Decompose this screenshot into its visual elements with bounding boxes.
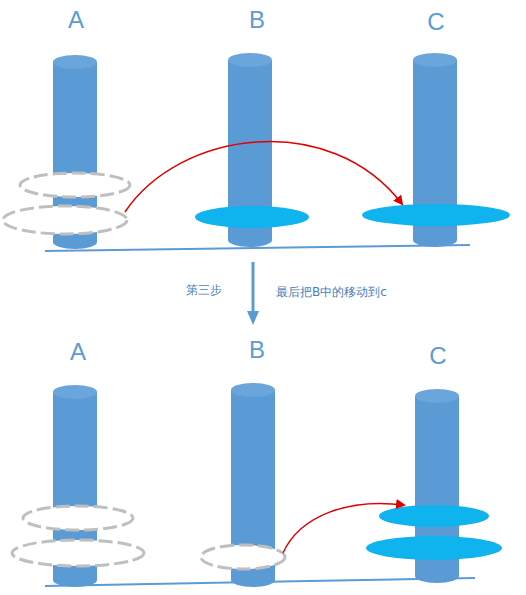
disk [366, 536, 502, 560]
move-arrow [283, 503, 404, 553]
disk [379, 505, 489, 527]
disk [195, 206, 309, 228]
step-arrow [252, 262, 255, 318]
peg-label: B [249, 338, 265, 362]
peg-label: A [70, 340, 86, 364]
peg-label: B [249, 8, 265, 32]
peg-label: C [427, 10, 444, 34]
empty-disk [3, 206, 127, 234]
base-line [45, 245, 470, 251]
peg-label: C [429, 344, 446, 368]
empty-disk [23, 506, 133, 530]
peg-label: A [68, 8, 84, 32]
empty-disk [20, 173, 130, 197]
step-label: 第三步 [186, 284, 222, 296]
empty-disk [12, 540, 144, 566]
move-arrow [125, 142, 402, 212]
disk [362, 204, 510, 226]
step-note: 最后把B中的移动到c [276, 286, 387, 298]
base-line [45, 578, 475, 586]
empty-disk [201, 545, 285, 569]
